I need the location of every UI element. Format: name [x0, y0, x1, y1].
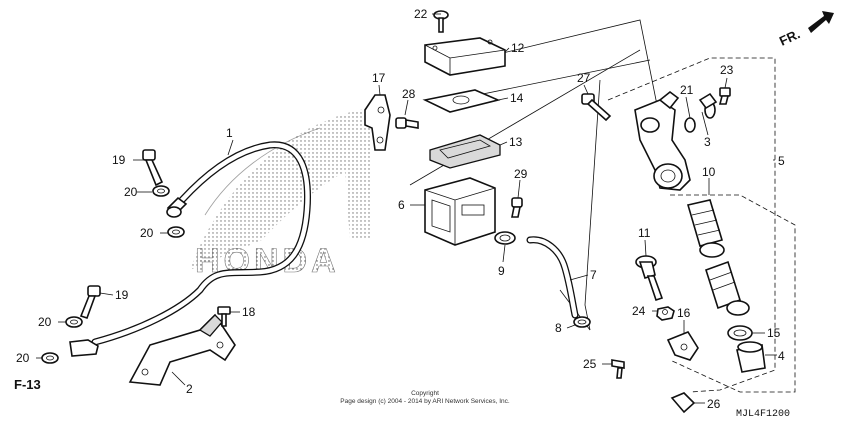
screw-22 [433, 10, 449, 33]
callout-4: 4 [778, 349, 785, 363]
reference-label: F-13 [14, 377, 41, 392]
nut-24 [656, 306, 675, 321]
callout-18: 18 [242, 305, 256, 319]
front-direction-arrow: FR. [777, 11, 834, 49]
callout-1: 1 [226, 126, 233, 140]
cotter-26 [670, 392, 696, 414]
assembly-box-5 [607, 57, 776, 393]
callout-24: 24 [632, 304, 646, 318]
callout-27: 27 [577, 71, 591, 85]
callout-14: 14 [510, 91, 524, 105]
callout-20-d: 20 [16, 351, 30, 365]
callout-12: 12 [511, 41, 525, 55]
callout-29: 29 [514, 167, 528, 181]
callout-20-b: 20 [140, 226, 154, 240]
reservoir-6 [424, 177, 496, 246]
screw-23 [718, 87, 731, 105]
callout-20-a: 20 [124, 185, 138, 199]
callout-7: 7 [590, 268, 597, 282]
hose-7 [526, 236, 579, 319]
bracket-2 [128, 313, 236, 386]
assembly-box-10 [669, 194, 796, 393]
callout-19-upper: 19 [112, 153, 126, 167]
callout-13: 13 [509, 135, 523, 149]
diaphragm-13 [429, 134, 501, 169]
master-cylinder-5 [634, 90, 691, 191]
piston-kit-10 [686, 199, 766, 373]
callout-10: 10 [702, 165, 716, 179]
bolt-18 [217, 306, 231, 327]
washers-20 [41, 185, 185, 364]
callout-25: 25 [583, 357, 597, 371]
clip-8 [573, 316, 591, 328]
callout-28: 28 [402, 87, 416, 101]
clevis-16 [666, 331, 699, 361]
front-direction-label: FR. [777, 26, 802, 48]
callout-9: 9 [498, 264, 505, 278]
clip-9 [494, 231, 516, 245]
callout-22: 22 [414, 7, 428, 21]
copyright-title: Copyright [411, 390, 439, 397]
callout-26: 26 [707, 397, 721, 411]
callout-15: 15 [767, 326, 781, 340]
leader-lines [36, 13, 777, 404]
callout-2: 2 [186, 382, 193, 396]
bolt-29 [511, 197, 523, 218]
callout-23: 23 [720, 63, 734, 77]
callout-19-lower: 19 [115, 288, 129, 302]
callout-6: 6 [398, 198, 405, 212]
callout-21: 21 [680, 83, 694, 97]
bolt-28 [395, 117, 419, 129]
copyright-text: Page design (c) 2004 - 2014 by ARI Netwo… [340, 398, 510, 405]
bolt-27 [581, 93, 612, 122]
callout-11: 11 [638, 226, 651, 240]
callout-17: 17 [372, 71, 386, 85]
pushrod-11 [635, 255, 664, 302]
pin-25 [611, 359, 625, 379]
orings-3-21 [684, 92, 718, 133]
diagram-code: MJL4F1200 [736, 409, 790, 420]
callout-8: 8 [555, 321, 562, 335]
bracket-17 [364, 94, 391, 151]
callout-16: 16 [677, 306, 691, 320]
reservoir-hose [69, 141, 312, 357]
arrow-icon [808, 11, 834, 33]
callout-labels: 1 2 3 4 5 6 7 8 9 10 11 12 13 14 15 16 1… [16, 7, 785, 411]
honda-wing-watermark: HONDA [190, 108, 372, 280]
reservoir-cap-12 [424, 37, 506, 76]
callout-20-c: 20 [38, 315, 52, 329]
bolt-19-upper [142, 149, 164, 187]
callout-3: 3 [704, 135, 711, 149]
bolt-19-lower [79, 285, 101, 320]
callout-5: 5 [778, 154, 785, 168]
